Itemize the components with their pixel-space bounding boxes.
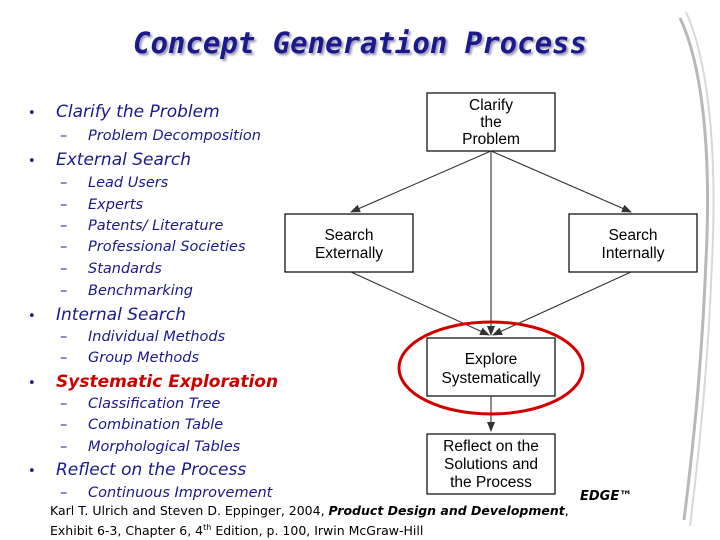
citation: Karl T. Ulrich and Steven D. Eppinger, 2… — [50, 502, 570, 539]
box-search-externally — [284, 213, 414, 273]
sub-bullet: – Lead Users — [60, 175, 168, 191]
bullet-systematic: • Systematic Exploration — [28, 372, 278, 392]
sub-bullet: – Classification Tree — [60, 396, 220, 412]
sub-bullet: – Group Methods — [60, 350, 199, 366]
dash-icon: – — [60, 218, 68, 234]
box-reflect-line3: the Process — [450, 474, 532, 491]
box-clarify-line1: Clarify — [469, 97, 513, 114]
sub-bullet-label: Individual Methods — [88, 329, 226, 345]
dash-icon: – — [60, 439, 68, 455]
sub-bullet-label: Standards — [88, 261, 162, 277]
dash-icon: – — [60, 283, 68, 299]
box-reflect-line1: Reflect on the — [443, 438, 539, 455]
box-clarify-line3: Problem — [462, 131, 520, 148]
sub-bullet-label: Problem Decomposition — [88, 128, 261, 144]
box-explore-line1: Explore — [465, 351, 518, 368]
sub-bullet: – Combination Table — [60, 417, 223, 433]
sub-bullet-label: Continuous Improvement — [88, 485, 273, 501]
sub-bullet-label: Benchmarking — [88, 283, 194, 299]
citation-comma: , — [564, 503, 569, 518]
sub-bullet: – Experts — [60, 197, 143, 213]
sub-bullet: – Patents/ Literature — [60, 218, 223, 234]
arrow-internal-to-explore — [492, 271, 632, 336]
bullet-dot-icon: • — [28, 154, 36, 169]
edge-logo: EDGE™ — [580, 489, 633, 504]
arrow-external-to-explore — [350, 271, 490, 336]
arrow-clarify-to-external — [350, 150, 492, 213]
dash-icon: – — [60, 128, 68, 144]
box-external-line1: Search — [324, 227, 373, 244]
citation-authors: Karl T. Ulrich and Steven D. Eppinger, 2… — [50, 503, 329, 518]
citation-book-title: Product Design and Development — [328, 503, 565, 518]
dash-icon: – — [60, 350, 68, 366]
sub-bullet-label: Combination Table — [88, 417, 224, 433]
citation-superscript: th — [203, 523, 212, 532]
page-edge-decoration-shadow — [685, 11, 715, 527]
dash-icon: – — [60, 417, 68, 433]
box-clarify-line2: the — [480, 114, 502, 131]
sub-bullet: – Morphological Tables — [60, 439, 240, 455]
box-search-internally — [568, 213, 698, 273]
sub-bullet: – Benchmarking — [60, 283, 193, 299]
sub-bullet-label: Professional Societies — [88, 239, 246, 255]
sub-bullet: – Individual Methods — [60, 329, 225, 345]
sub-bullet-label: Classification Tree — [88, 396, 221, 412]
bullet-dot-icon: • — [28, 464, 36, 479]
dash-icon: – — [60, 175, 68, 191]
bullet-dot-icon: • — [28, 309, 36, 324]
bullet-label: Internal Search — [56, 305, 186, 325]
dash-icon: – — [60, 329, 68, 345]
bullet-dot-icon: • — [28, 106, 36, 121]
dash-icon: – — [60, 261, 68, 277]
box-explore-line2: Systematically — [441, 370, 540, 387]
page-edge-decoration — [678, 17, 710, 521]
box-reflect — [426, 433, 556, 495]
box-internal-line1: Search — [608, 227, 657, 244]
dash-icon: – — [60, 396, 68, 412]
bullet-label: Clarify the Problem — [56, 102, 220, 122]
citation-edition: Edition, p. 100, Irwin McGraw-Hill — [211, 523, 424, 539]
dash-icon: – — [60, 485, 68, 501]
sub-bullet-label: Lead Users — [88, 175, 169, 191]
box-reflect-line2: Solutions and — [444, 456, 538, 473]
sub-bullet-label: Experts — [88, 197, 144, 213]
arrow-clarify-to-internal — [490, 150, 632, 213]
sub-bullet: – Standards — [60, 261, 162, 277]
bullet-label-highlighted: Systematic Exploration — [56, 372, 279, 392]
sub-bullet: – Continuous Improvement — [60, 485, 272, 501]
sub-bullet-label: Group Methods — [88, 350, 200, 366]
bullet-internal: • Internal Search — [28, 305, 186, 325]
bullet-reflect: • Reflect on the Process — [28, 460, 246, 480]
dash-icon: – — [60, 197, 68, 213]
sub-bullet: – Problem Decomposition — [60, 128, 261, 144]
box-clarify — [426, 92, 556, 152]
box-external-line2: Externally — [315, 245, 383, 262]
sub-bullet-label: Patents/ Literature — [88, 218, 224, 234]
bullet-label: External Search — [56, 150, 192, 170]
box-internal-line2: Internally — [602, 245, 665, 262]
bullet-external: • External Search — [28, 150, 191, 170]
bullet-clarify: • Clarify the Problem — [28, 102, 220, 122]
bullet-dot-icon: • — [28, 376, 36, 391]
dash-icon: – — [60, 239, 68, 255]
slide-title: Concept Generation Process — [133, 26, 587, 60]
bullet-label: Reflect on the Process — [56, 460, 247, 480]
sub-bullet: – Professional Societies — [60, 239, 246, 255]
citation-exhibit: Exhibit 6-3, Chapter 6, 4 — [50, 523, 204, 539]
highlight-circle — [397, 320, 585, 416]
sub-bullet-label: Morphological Tables — [88, 439, 241, 455]
